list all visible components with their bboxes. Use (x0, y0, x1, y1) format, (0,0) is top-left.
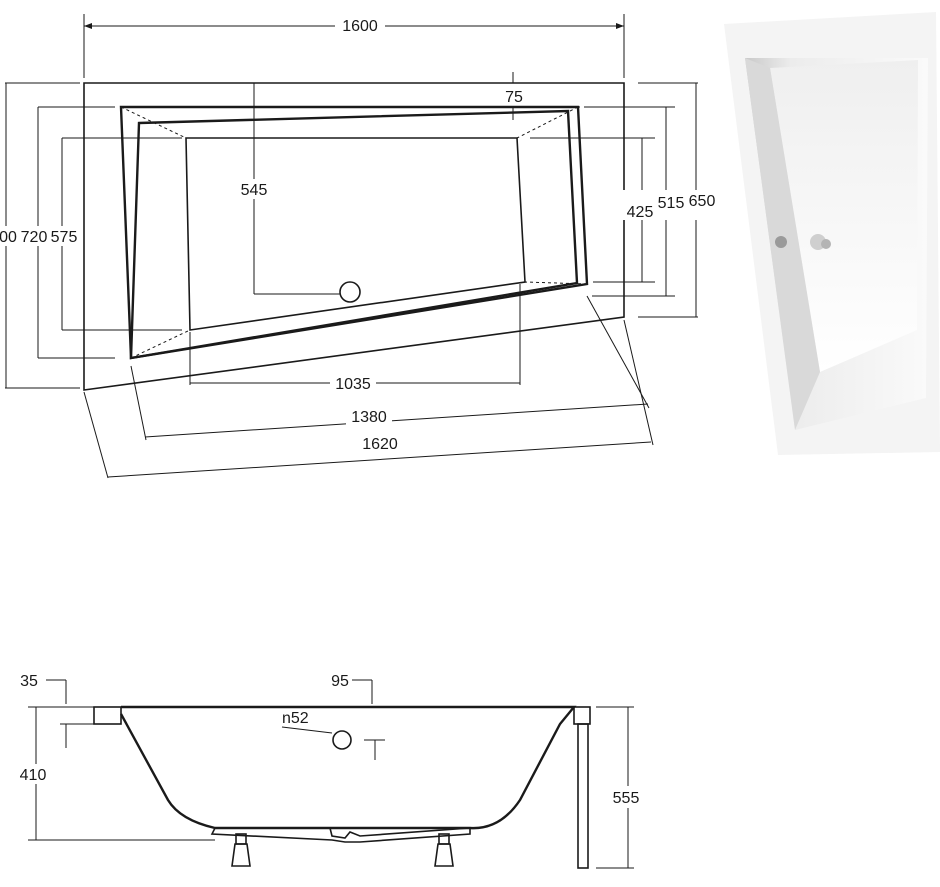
dim-left-575: 575 (51, 229, 78, 246)
dim-inner-depth: 545 (241, 182, 268, 199)
dim-right-515: 515 (658, 195, 685, 212)
drain-label: n52 (282, 710, 309, 727)
dim-width-overall: 1600 (342, 18, 378, 35)
dim-rim-right: 95 (331, 673, 349, 690)
tub-outer-outline (83, 82, 625, 391)
dim-height-overall: 00 (0, 229, 17, 246)
dim-rim-offset: 75 (505, 89, 523, 106)
drain-photo-icon (775, 236, 787, 248)
corner-dash (524, 281, 588, 285)
side-panel (577, 723, 589, 869)
bathtub-photo-icon (724, 12, 940, 455)
rim-block-right (573, 706, 591, 725)
tub-basin-outline (129, 109, 579, 360)
base-frame (210, 827, 471, 843)
dim-rim-left: 35 (20, 673, 38, 690)
corner-dash (120, 106, 187, 139)
dim-right-425: 425 (627, 204, 654, 221)
dim-bottom-mid: 1380 (351, 409, 387, 426)
dim-drain-height: 410 (20, 767, 47, 784)
dim-left-720: 720 (21, 229, 48, 246)
drain-circle (339, 281, 361, 303)
dim-bottom-outer: 1620 (362, 436, 398, 453)
top-view: 1600 00 720 575 545 75 425 (0, 14, 722, 479)
tub-side-profile (119, 705, 577, 830)
rim-block-left (93, 706, 122, 725)
foot-right (434, 833, 454, 867)
corner-dash (130, 329, 191, 359)
side-view: n52 35 95 410 555 (14, 673, 650, 869)
dim-total-height: 555 (613, 790, 640, 807)
foot-left (231, 833, 251, 867)
dim-right-650: 650 (689, 193, 716, 210)
dim-bottom-inner: 1035 (335, 376, 371, 393)
drain-side-circle (332, 730, 352, 750)
